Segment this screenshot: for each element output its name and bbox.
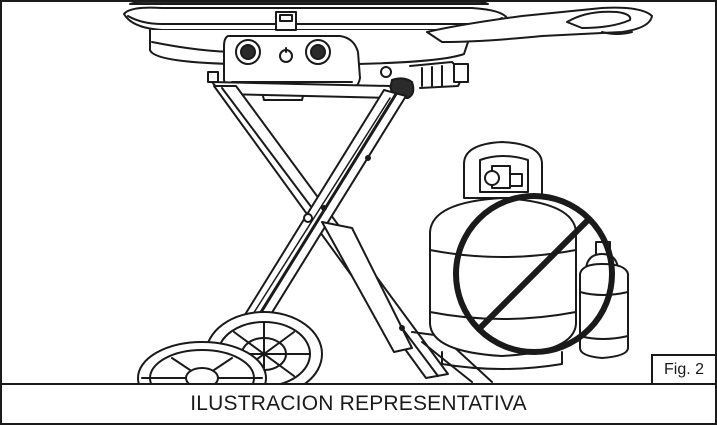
propane-cylinder-small <box>579 241 629 359</box>
wheel-front <box>137 341 267 383</box>
caption-divider <box>2 383 715 385</box>
grill-body <box>123 2 653 65</box>
folding-stand <box>211 81 493 383</box>
figure-number-label: Fig. 2 <box>651 354 715 383</box>
figure-caption: ILUSTRACION REPRESENTATIVA <box>190 392 527 415</box>
control-panel <box>223 35 361 101</box>
prohibition-icon <box>453 193 615 355</box>
grill-illustration <box>2 2 715 383</box>
